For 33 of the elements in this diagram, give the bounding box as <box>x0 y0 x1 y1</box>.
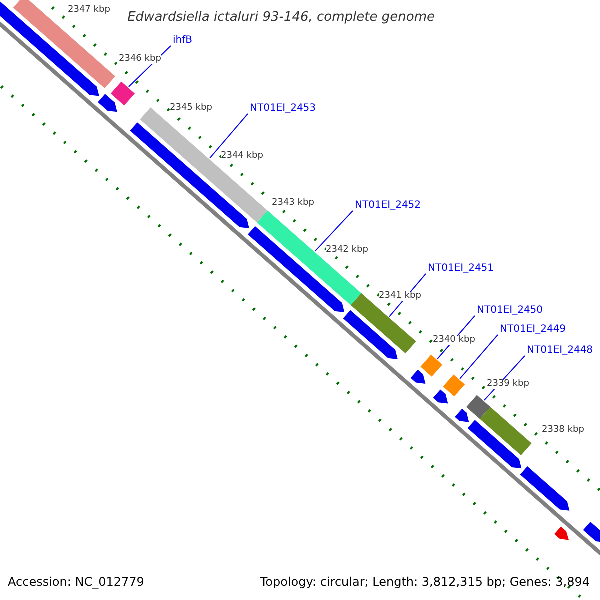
gene-label: NT01EI_2448 <box>527 346 594 356</box>
gene-label: NT01EI_2452 <box>355 201 422 211</box>
title: Edwardsiella ictaluri 93-146, complete genome <box>128 10 435 25</box>
scale-label: 2343 kbp <box>272 199 314 208</box>
gene-feature <box>455 408 470 422</box>
scale-label: 2344 kbp <box>221 152 264 161</box>
scale-label: 2347 kbp <box>68 6 110 15</box>
gene-feature <box>520 466 570 511</box>
gene-feature <box>130 122 250 229</box>
leader-line <box>209 114 248 159</box>
footer-text: Topology: circular; Length: 3,812,315 bp; Genes: 3,894 <box>260 576 590 588</box>
gene-feature <box>433 390 448 404</box>
leader-line <box>460 334 498 380</box>
gene-feature <box>468 420 522 469</box>
gene-feature <box>410 370 426 384</box>
scale-label: 2341 kbp <box>379 292 422 301</box>
scale-label: 2340 kbp <box>433 336 476 345</box>
gene-label: NT01EI_2451 <box>428 264 494 274</box>
scale-label: 2342 kbp <box>326 246 368 255</box>
gene-label: NT01EI_2453 <box>250 104 316 114</box>
footer-text: Accession: NC_012779 <box>8 576 144 588</box>
scale-label: 2345 kbp <box>170 104 212 113</box>
gene-label: NT01EI_2450 <box>477 306 544 316</box>
gene-label: NT01EI_2449 <box>500 325 566 335</box>
scale-label: 2346 kbp <box>119 55 162 64</box>
scale-label: 2338 kbp <box>542 426 584 435</box>
leader-line <box>314 210 354 252</box>
gene-feature <box>554 526 570 540</box>
scale-label: 2339 kbp <box>487 380 530 389</box>
gene-feature <box>98 94 118 112</box>
gene-label: ihfB <box>173 36 192 46</box>
gene-feature <box>583 522 600 543</box>
gene-feature <box>343 310 398 360</box>
